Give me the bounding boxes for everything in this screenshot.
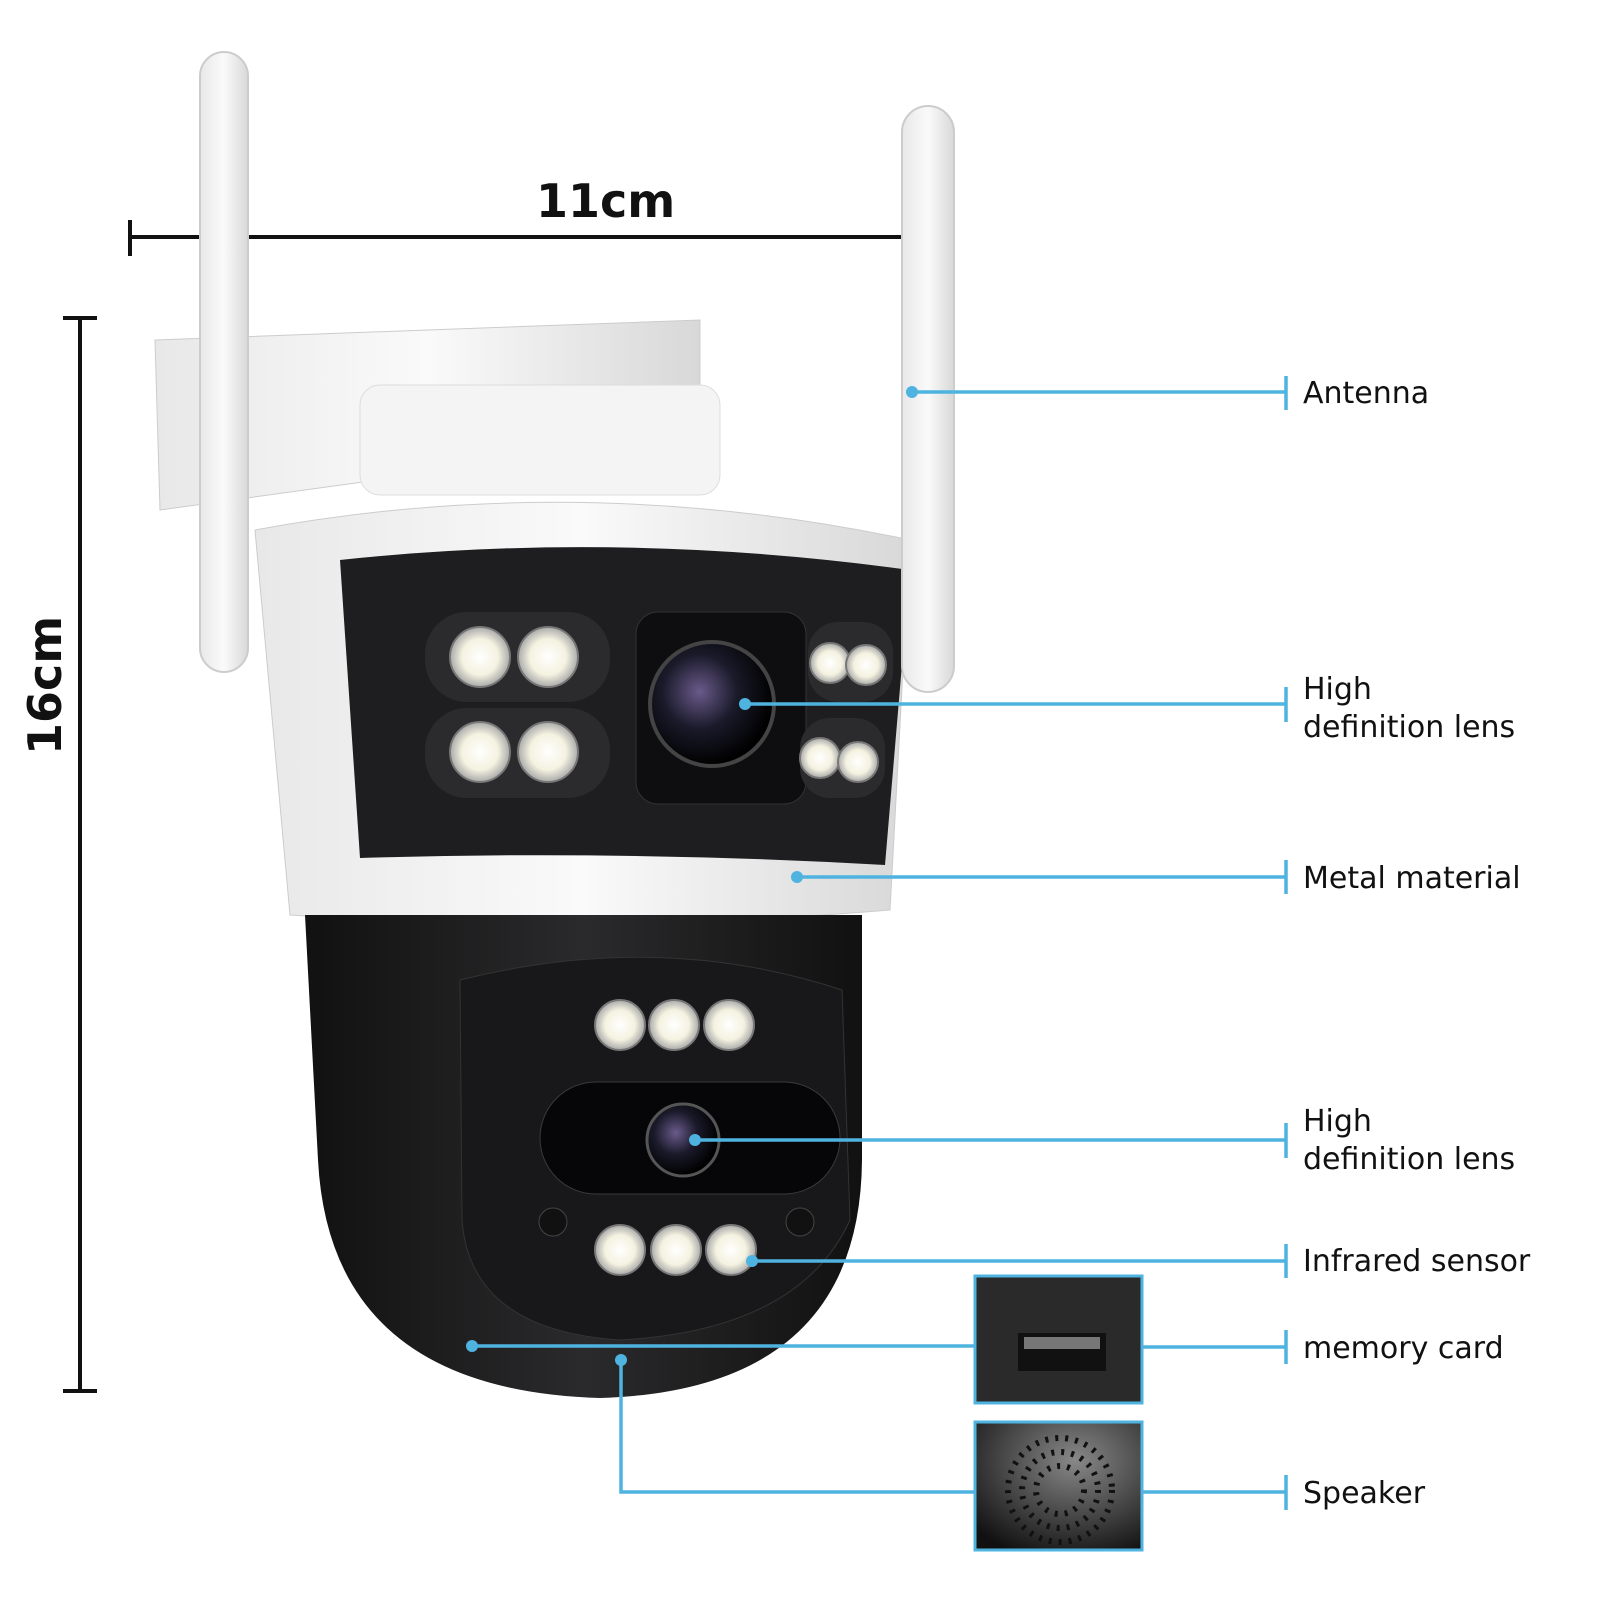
callout-lower-lens-line1: High <box>1303 1104 1372 1139</box>
callout-memory-card: memory card <box>1303 1331 1504 1366</box>
callout-infrared-sensor: Infrared sensor <box>1303 1244 1531 1279</box>
antenna <box>199 51 955 693</box>
upper-housing <box>254 501 911 925</box>
lower-dome <box>305 915 862 1398</box>
width-label: 11cm <box>536 174 676 228</box>
lower-leds <box>594 999 757 1276</box>
memory-card-inset <box>973 1274 1144 1405</box>
callout-lines <box>472 376 1288 1510</box>
callout-lower-lens-line2: definition lens <box>1303 1142 1516 1177</box>
callout-antenna: Antenna <box>1303 376 1430 411</box>
callout-metal-material: Metal material <box>1303 861 1521 896</box>
speaker-inset <box>973 1420 1144 1552</box>
callout-upper-lens-line2: definition lens <box>1303 710 1516 745</box>
callout-upper-lens-line1: High <box>1303 672 1372 707</box>
upper-leds <box>449 626 887 783</box>
height-dimension-line <box>63 316 97 1393</box>
wall-mount <box>154 319 721 511</box>
height-label: 16cm <box>18 615 72 755</box>
callout-speaker: Speaker <box>1303 1476 1426 1511</box>
